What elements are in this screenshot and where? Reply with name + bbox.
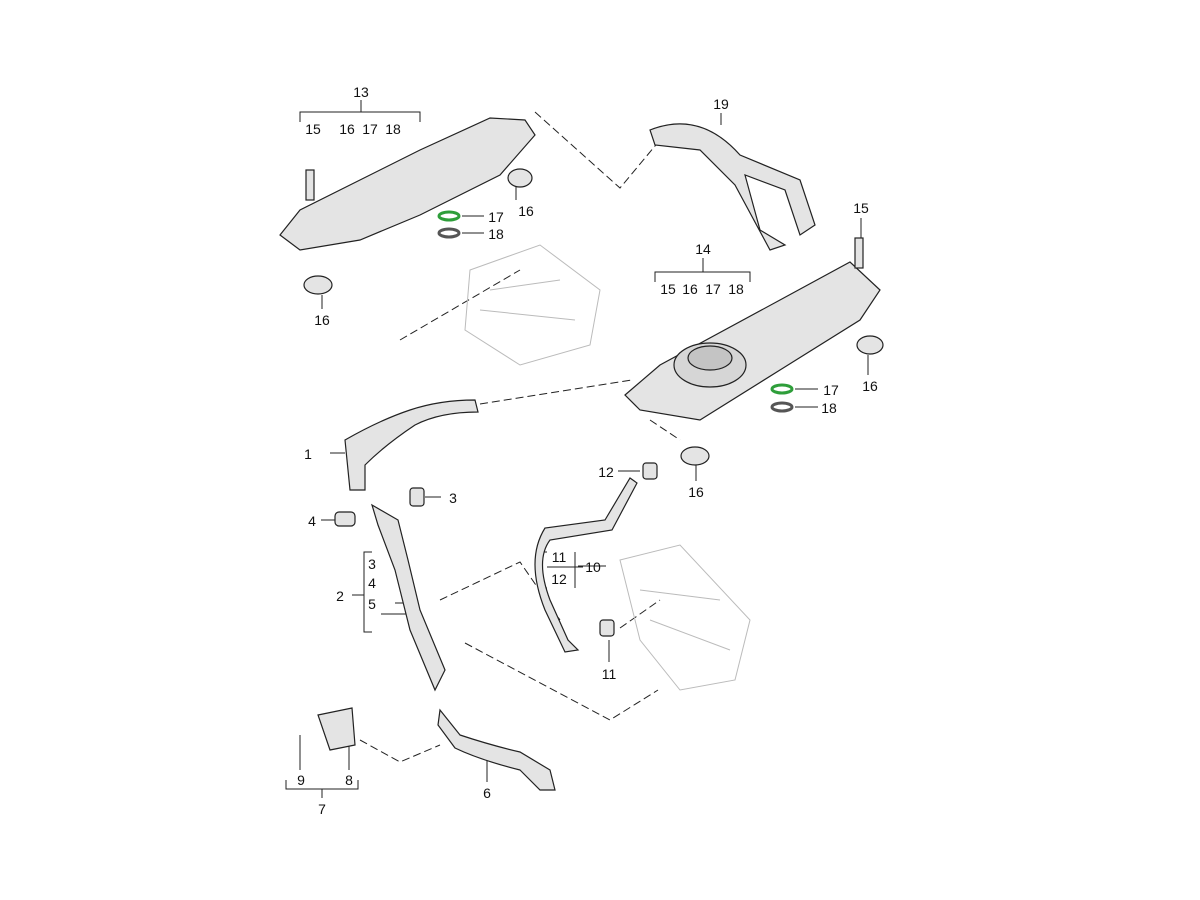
callout-17[interactable]: 17 — [362, 121, 378, 137]
callout-17[interactable]: 17 — [488, 209, 504, 225]
hose-19 — [649, 123, 816, 251]
callout-17[interactable]: 17 — [705, 281, 721, 297]
callout-2[interactable]: 2 — [336, 588, 344, 604]
callout-13[interactable]: 13 — [353, 84, 369, 100]
seal-ring-17b — [770, 383, 794, 395]
callout-17[interactable]: 17 — [823, 382, 839, 398]
callout-16[interactable]: 16 — [862, 378, 878, 394]
callout-14[interactable]: 14 — [695, 241, 711, 257]
hose-1 — [344, 399, 479, 491]
grommet-16a — [507, 168, 533, 188]
callout-18[interactable]: 18 — [488, 226, 504, 242]
cover-13 — [279, 117, 536, 251]
callout-11[interactable]: 11 — [601, 666, 617, 682]
bracket-14 — [654, 258, 751, 282]
callout-5[interactable]: 5 — [368, 596, 376, 612]
seal-ring-18a — [437, 227, 461, 239]
engine-ghost-upper — [464, 244, 601, 366]
callout-6[interactable]: 6 — [483, 785, 491, 801]
grommet-16d — [680, 446, 710, 466]
engine-ghost-lower — [619, 544, 751, 691]
grommet-16b — [303, 275, 333, 295]
hose-10 — [534, 477, 638, 653]
callout-4[interactable]: 4 — [368, 575, 376, 591]
callout-16[interactable]: 16 — [682, 281, 698, 297]
bolt-15b — [854, 237, 864, 269]
cap-11 — [599, 619, 615, 637]
callout-12[interactable]: 12 — [598, 464, 614, 480]
bracket-2 — [352, 551, 372, 633]
callout-16[interactable]: 16 — [339, 121, 355, 137]
clip-3 — [409, 487, 425, 507]
callout-15[interactable]: 15 — [853, 200, 869, 216]
callout-8[interactable]: 8 — [345, 772, 353, 788]
bolt-15a — [305, 169, 315, 201]
seal-ring-18b — [770, 401, 794, 413]
callout-18[interactable]: 18 — [728, 281, 744, 297]
callout-16[interactable]: 16 — [518, 203, 534, 219]
bracket-8 — [317, 707, 356, 751]
callout-10[interactable]: 10 — [585, 559, 601, 575]
clamp-4 — [334, 511, 356, 527]
callout-9[interactable]: 9 — [297, 772, 305, 788]
callout-18[interactable]: 18 — [821, 400, 837, 416]
callout-3[interactable]: 3 — [368, 556, 376, 572]
bracket-7 — [285, 780, 359, 798]
callout-16[interactable]: 16 — [314, 312, 330, 328]
cap-12 — [642, 462, 658, 480]
callout-11[interactable]: 11 — [551, 549, 567, 565]
callout-15[interactable]: 15 — [305, 121, 321, 137]
hose-6 — [437, 708, 556, 791]
callout-15[interactable]: 15 — [660, 281, 676, 297]
callout-12[interactable]: 12 — [551, 571, 567, 587]
callout-7[interactable]: 7 — [318, 801, 326, 817]
callout-16[interactable]: 16 — [688, 484, 704, 500]
callout-19[interactable]: 19 — [713, 96, 729, 112]
bracket-13 — [299, 100, 421, 122]
callout-18[interactable]: 18 — [385, 121, 401, 137]
hose-2 — [370, 503, 446, 692]
callout-4[interactable]: 4 — [308, 513, 316, 529]
seal-ring-17a — [437, 210, 461, 222]
callout-1[interactable]: 1 — [304, 446, 312, 462]
grommet-16c — [856, 335, 884, 355]
callout-3[interactable]: 3 — [449, 490, 457, 506]
